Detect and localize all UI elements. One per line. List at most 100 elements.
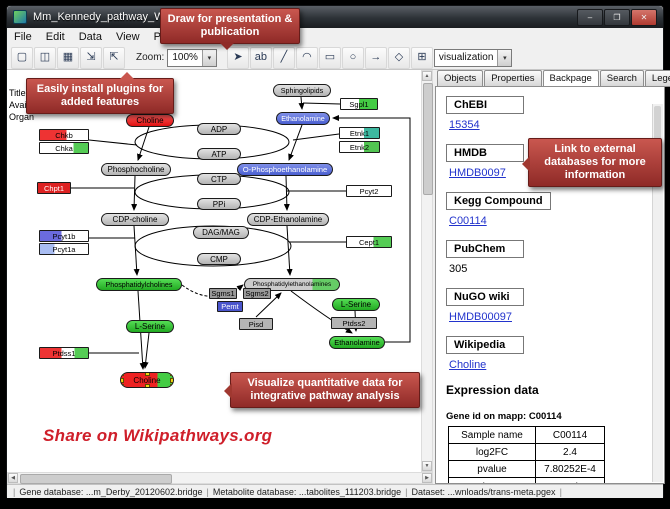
node-adp[interactable]: ADP (197, 123, 241, 135)
node-ppi[interactable]: PPi (197, 198, 241, 210)
node-sphingolipids[interactable]: Sphingolipids (273, 84, 331, 97)
selection-handle[interactable] (144, 384, 150, 387)
save-button[interactable]: ▦ (57, 46, 79, 69)
vertical-scrollbar[interactable]: ▲ ▼ (421, 70, 433, 472)
label-button[interactable]: ab (249, 46, 272, 69)
menu-view[interactable]: View (115, 31, 140, 43)
rectangle-icon: ▭ (324, 51, 336, 63)
selection-handle[interactable] (170, 384, 173, 387)
selection-handle[interactable] (170, 373, 173, 376)
title-bar[interactable]: Mm_Kennedy_pathway_WP1771_45176.gpml – ❐… (7, 6, 663, 28)
tab-backpage[interactable]: Backpage (542, 70, 599, 87)
node-phosphocholine[interactable]: Phosphocholine (101, 163, 171, 176)
node-dag-mag[interactable]: DAG/MAG (193, 226, 249, 239)
visualization-value: visualization (438, 52, 494, 63)
interaction-button[interactable]: → (364, 46, 387, 69)
shape-button[interactable]: ◇ (387, 46, 410, 69)
node-ethanolamine-bottom[interactable]: Ethanolamine (329, 336, 385, 349)
scroll-right-icon[interactable]: ▶ (422, 473, 432, 483)
node-cept1[interactable]: Cept1 (346, 236, 392, 248)
tab-legend[interactable]: Legend (644, 70, 670, 87)
line-icon: ╱ (280, 51, 288, 63)
close-button[interactable]: ✕ (631, 8, 657, 26)
node-sgms1[interactable]: Sgms1 (209, 288, 237, 299)
arc-button[interactable]: ◠ (295, 46, 318, 69)
selection-handle[interactable] (121, 373, 124, 376)
node-ctp[interactable]: CTP (197, 173, 241, 185)
selection-handle[interactable] (170, 377, 173, 383)
open-button[interactable]: ◫ (34, 46, 56, 69)
node-pemt[interactable]: Pemt (217, 301, 243, 312)
vertical-scroll-thumb[interactable] (423, 83, 433, 195)
node-atp[interactable]: ATP (197, 148, 241, 160)
menu-data[interactable]: Data (78, 31, 102, 43)
callout-draw-presentation: Draw for presentation & publication (160, 8, 300, 50)
horizontal-scroll-thumb[interactable] (20, 474, 172, 484)
node-sgms2[interactable]: Sgms2 (243, 288, 271, 299)
tab-properties[interactable]: Properties (484, 70, 542, 87)
menu-file[interactable]: File (14, 31, 32, 43)
node-ethanolamine-top[interactable]: Ethanolamine (276, 112, 330, 125)
node-chka[interactable]: Chka (39, 142, 89, 154)
node-chkb[interactable]: Chkb (39, 129, 89, 141)
table-cell: Sample name (448, 426, 536, 444)
scroll-down-icon[interactable]: ▼ (422, 461, 432, 471)
rectangle-button[interactable]: ▭ (318, 46, 341, 69)
node-o-phosphoethanolamine[interactable]: O-Phosphoethanolamine (237, 163, 333, 176)
tab-search[interactable]: Search (599, 70, 644, 87)
node-ptdss2[interactable]: Ptdss2 (331, 317, 377, 329)
node-sgpl1[interactable]: Sgpl1 (340, 98, 378, 110)
node-phosphatidylethanolamines[interactable]: Phosphatidylethanolamines (244, 278, 340, 291)
maximize-button[interactable]: ❐ (604, 8, 630, 26)
section-link[interactable]: 15354 (449, 119, 480, 131)
node-choline-selected[interactable]: Choline (120, 372, 174, 388)
selection-handle[interactable] (144, 373, 150, 376)
selection-handle[interactable] (121, 377, 124, 383)
toolbar: ▢◫▦⇲⇱ Zoom: 100% ▾ ➤ab╱◠▭○→◇⊞ visualizat… (7, 46, 663, 70)
node-phosphatidylcholines[interactable]: Phosphatidylcholines (96, 278, 182, 291)
tab-objects[interactable]: Objects (437, 70, 484, 87)
horizontal-scrollbar[interactable]: ◀ ▶ (7, 472, 433, 484)
node-pisd[interactable]: Pisd (239, 318, 273, 330)
export-button[interactable]: ⇱ (103, 46, 125, 69)
new-button[interactable]: ▢ (11, 46, 33, 69)
node-choline[interactable]: Choline (126, 114, 174, 127)
import-icon: ⇲ (86, 51, 96, 63)
node-pcyt1a[interactable]: Pcyt1a (39, 243, 89, 255)
section-link[interactable]: HMDB00097 (449, 311, 512, 323)
oval-button[interactable]: ○ (341, 46, 364, 69)
template-button[interactable]: ⊞ (410, 46, 433, 69)
node-cdp-ethanolamine[interactable]: CDP-Ethanolamine (247, 213, 329, 226)
visualization-combo[interactable]: visualization ▾ (433, 48, 513, 67)
callout-external-databases: Link to external databases for more info… (522, 138, 662, 187)
node-cdp-choline[interactable]: CDP-choline (101, 213, 169, 226)
node-l-serine-left[interactable]: L-Serine (126, 320, 174, 333)
chevron-down-icon[interactable]: ▾ (201, 49, 216, 66)
node-ptdss1[interactable]: Ptdss1 (39, 347, 89, 359)
select-button[interactable]: ➤ (226, 46, 249, 69)
import-button[interactable]: ⇲ (80, 46, 102, 69)
menu-edit[interactable]: Edit (45, 31, 65, 43)
selection-handle[interactable] (121, 384, 124, 387)
node-cmp[interactable]: CMP (197, 253, 241, 265)
node-pcyt2[interactable]: Pcyt2 (346, 185, 392, 197)
node-chpt1[interactable]: Chpt1 (37, 182, 71, 194)
node-etnk1[interactable]: Etnk1 (339, 127, 380, 139)
node-etnk2[interactable]: Etnk2 (339, 141, 380, 153)
minimize-button[interactable]: – (577, 8, 603, 26)
scroll-left-icon[interactable]: ◀ (8, 473, 18, 483)
zoom-combo[interactable]: 100% ▾ (167, 48, 217, 67)
node-l-serine-right[interactable]: L-Serine (332, 298, 380, 311)
line-button[interactable]: ╱ (272, 46, 295, 69)
section-header: PubChem (446, 240, 524, 258)
section-link[interactable]: HMDB0097 (449, 167, 506, 179)
scroll-up-icon[interactable]: ▲ (422, 71, 432, 81)
chevron-down-icon[interactable]: ▾ (497, 49, 512, 66)
section-link[interactable]: C00114 (449, 215, 487, 227)
node-pcyt1b[interactable]: Pcyt1b (39, 230, 89, 242)
section-link[interactable]: Choline (449, 359, 487, 371)
